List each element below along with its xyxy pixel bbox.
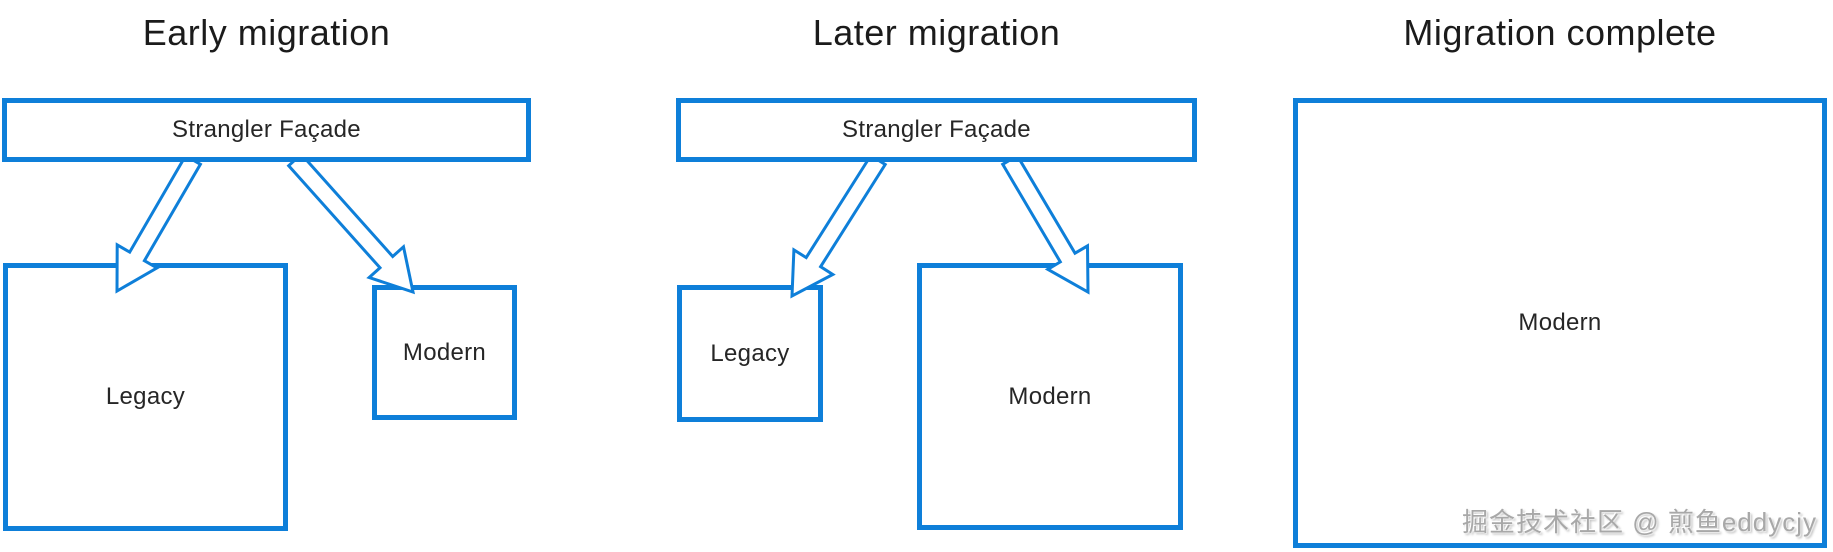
arrow-later-facade-to-legacy-icon [790, 153, 888, 299]
facade-box-early: Strangler Façade [2, 98, 531, 162]
legacy-box-early: Legacy [3, 263, 288, 531]
modern-label-later: Modern [1008, 382, 1092, 410]
arrow-later-facade-to-modern-icon [1000, 153, 1090, 295]
panel-title-early-migration: Early migration [142, 12, 391, 53]
modern-label-complete: Modern [1518, 309, 1602, 336]
legacy-box-later: Legacy [677, 285, 823, 422]
legacy-label-later: Legacy [710, 339, 790, 367]
panel-title-migration-complete: Migration complete [1403, 12, 1717, 53]
modern-box-complete: Modern [1293, 98, 1827, 548]
panel-title-later-migration: Later migration [812, 12, 1061, 53]
facade-label-early: Strangler Façade [172, 116, 361, 143]
watermark: 掘金技术社区 @ 煎鱼eddycjy [1462, 507, 1817, 537]
modern-label-early: Modern [402, 338, 487, 366]
arrow-early-facade-to-modern-icon [286, 152, 416, 295]
arrow-early-facade-to-legacy-icon [115, 153, 203, 294]
legacy-label-early: Legacy [105, 383, 186, 410]
facade-label-later: Strangler Façade [842, 116, 1031, 143]
facade-box-later: Strangler Façade [676, 98, 1197, 162]
modern-box-later: Modern [917, 263, 1183, 530]
modern-box-early: Modern [372, 285, 517, 420]
